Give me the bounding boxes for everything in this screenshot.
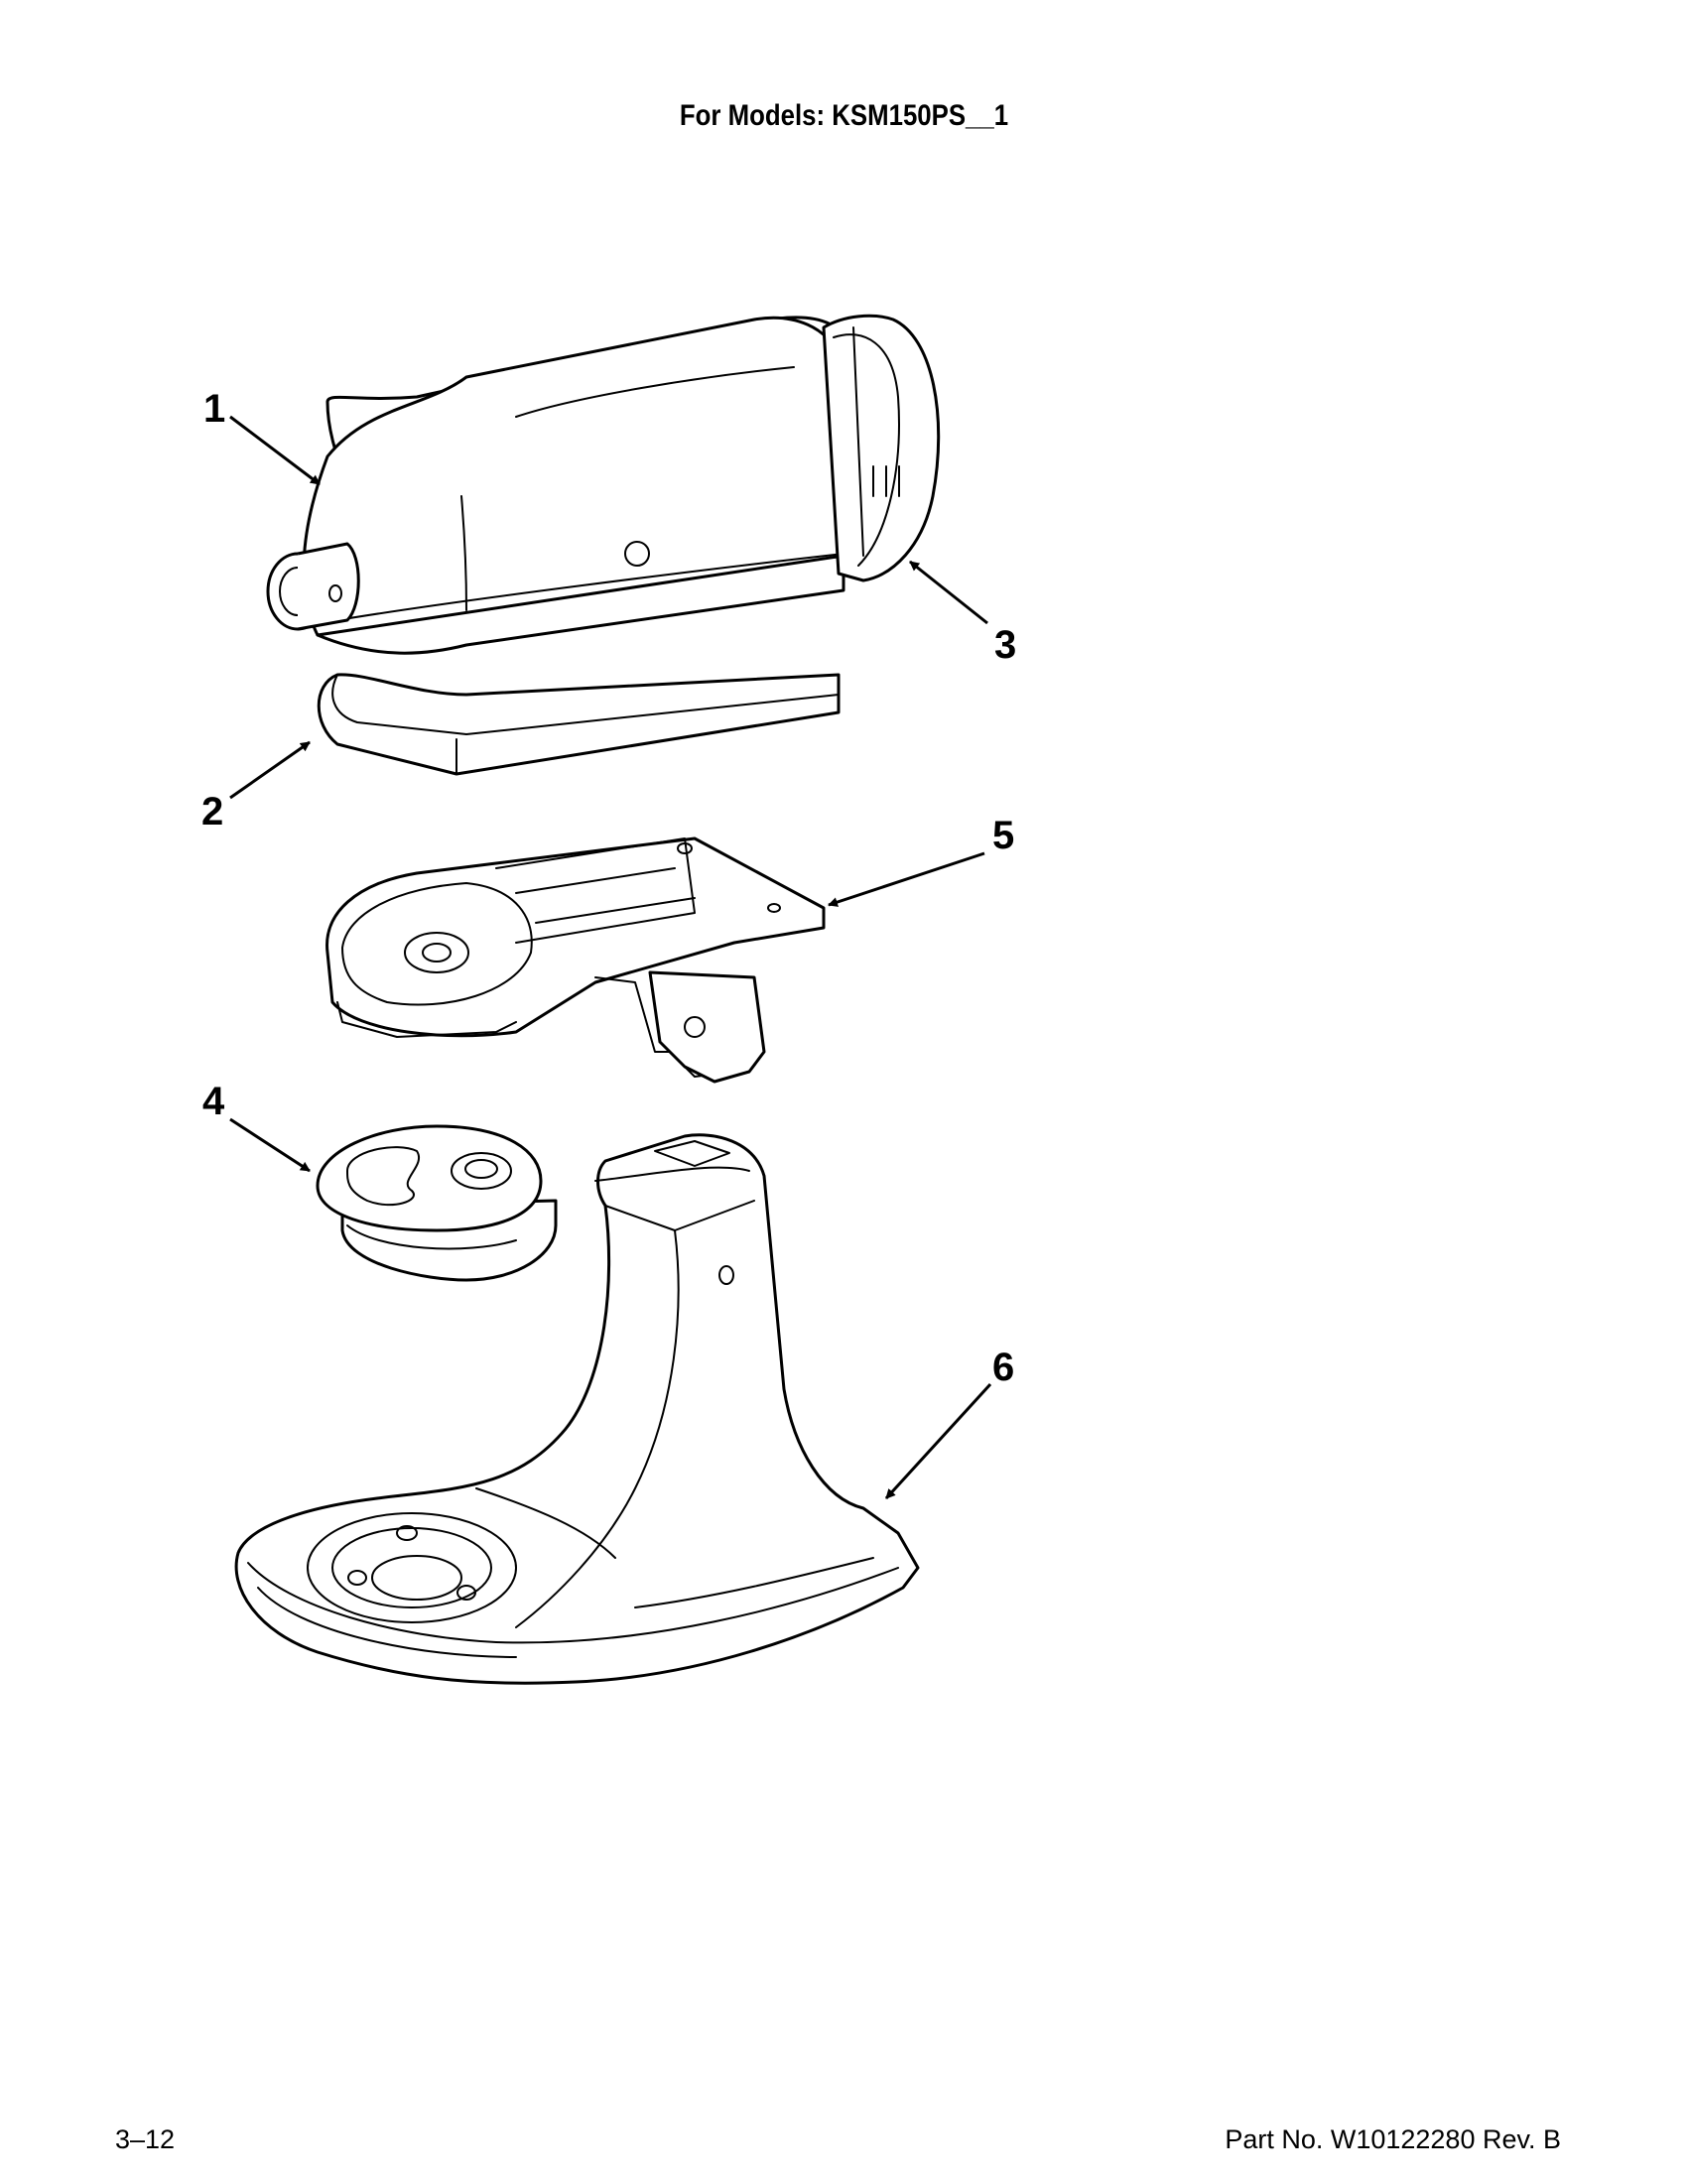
callout-label-6: 6 (992, 1346, 1015, 1389)
page-number: 3–12 (115, 2124, 176, 2154)
callout-5-arrow (828, 851, 985, 907)
callout-4-arrow (229, 1117, 311, 1173)
motor-housing-part (266, 316, 851, 655)
gasket-part (317, 673, 841, 776)
callout-label-1: 1 (203, 387, 226, 431)
callout-label-5: 5 (992, 814, 1015, 857)
pedestal-base-part (234, 1133, 920, 1685)
page-title: For Models: KSM150PS__1 (679, 99, 1009, 132)
rear-cover-part (822, 314, 941, 582)
callout-1-arrow (229, 415, 321, 486)
callout-label-2: 2 (201, 790, 224, 834)
callout-6-arrow (884, 1382, 992, 1500)
gear-case-part (325, 836, 826, 1084)
callout-2-arrow (229, 740, 311, 800)
callout-3-arrow (909, 560, 988, 625)
callout-label-3: 3 (994, 623, 1017, 667)
part-number: Part No. W10122280 Rev. B (1225, 2124, 1561, 2154)
planetary-hub-part (316, 1124, 558, 1282)
callout-label-4: 4 (202, 1080, 225, 1123)
